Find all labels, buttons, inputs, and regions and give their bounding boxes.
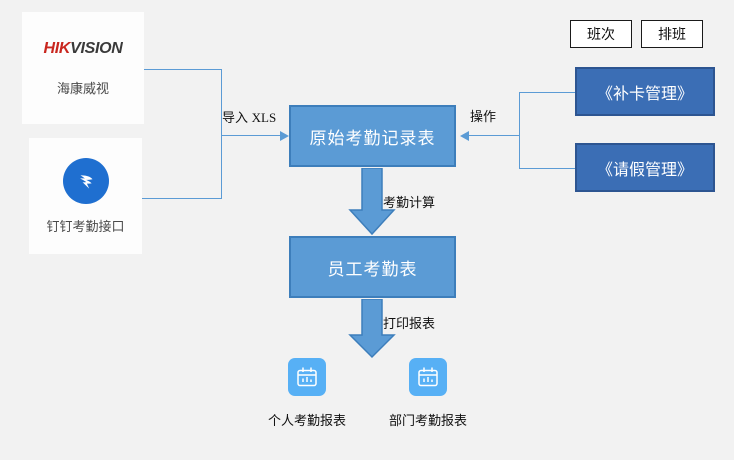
report-personal[interactable]: 个人考勤报表 xyxy=(261,358,353,429)
tag-box-paiban[interactable]: 排班 xyxy=(641,20,703,48)
report-department[interactable]: 部门考勤报表 xyxy=(382,358,474,429)
connector-hikvision-horizontal xyxy=(144,69,221,70)
source-card-hikvision[interactable]: HIKVISION 海康威视 xyxy=(22,12,144,124)
connector-dingtalk-horizontal xyxy=(142,198,221,199)
hikvision-logo-icon: HIKVISION xyxy=(43,40,122,58)
edge-label-import-xls-cjk: 导入 xyxy=(222,110,249,125)
block-arrow-attendance-calc xyxy=(348,168,396,236)
calendar-chart-icon xyxy=(288,358,326,396)
connector-right-vertical xyxy=(519,92,520,169)
module-box-qingjia-label: 《请假管理》 xyxy=(596,161,693,179)
calendar-chart-icon xyxy=(409,358,447,396)
connector-qingjia-horizontal xyxy=(519,168,575,169)
connector-buka-horizontal xyxy=(519,92,575,93)
edge-label-import-xls: 导入 XLS xyxy=(222,107,276,126)
module-box-qingjia[interactable]: 《请假管理》 xyxy=(575,143,715,192)
edge-label-attendance-calc-cjk: 考勤计算 xyxy=(383,195,436,210)
edge-label-import-xls-latin: XLS xyxy=(251,110,277,125)
connector-right-to-raw xyxy=(469,135,519,136)
arrowhead-operate xyxy=(460,131,469,141)
process-box-raw-record[interactable]: 原始考勤记录表 xyxy=(289,105,456,167)
report-personal-label: 个人考勤报表 xyxy=(267,413,346,428)
edge-label-operate-cjk: 操作 xyxy=(470,109,497,124)
edge-label-attendance-calc: 考勤计算 xyxy=(383,192,435,211)
tag-box-banci[interactable]: 班次 xyxy=(570,20,632,48)
connector-left-vertical xyxy=(221,69,222,199)
tag-box-banci-label: 班次 xyxy=(587,26,615,42)
process-box-raw-record-label: 原始考勤记录表 xyxy=(309,128,436,148)
tag-box-paiban-label: 排班 xyxy=(658,26,686,42)
source-card-dingtalk[interactable]: 钉钉考勤接口 xyxy=(29,138,142,254)
edge-label-print-report: 打印报表 xyxy=(383,313,435,332)
source-label-dingtalk: 钉钉考勤接口 xyxy=(46,218,125,234)
module-box-buka-label: 《补卡管理》 xyxy=(596,85,693,103)
module-box-buka[interactable]: 《补卡管理》 xyxy=(575,67,715,116)
edge-label-print-report-cjk: 打印报表 xyxy=(383,316,436,331)
dingtalk-logo-icon xyxy=(62,157,109,204)
edge-label-operate: 操作 xyxy=(470,106,496,125)
connector-left-to-raw xyxy=(221,135,281,136)
process-box-employee-sheet-label: 员工考勤表 xyxy=(327,259,418,279)
report-department-label: 部门考勤报表 xyxy=(388,413,467,428)
block-arrow-print-report xyxy=(348,299,396,359)
process-box-employee-sheet[interactable]: 员工考勤表 xyxy=(289,236,456,298)
hikvision-logo-vision: VISION xyxy=(70,39,123,57)
arrowhead-import-xls xyxy=(280,131,289,141)
hikvision-logo-hik: HIK xyxy=(43,39,71,57)
source-label-hikvision: 海康威视 xyxy=(56,80,109,96)
